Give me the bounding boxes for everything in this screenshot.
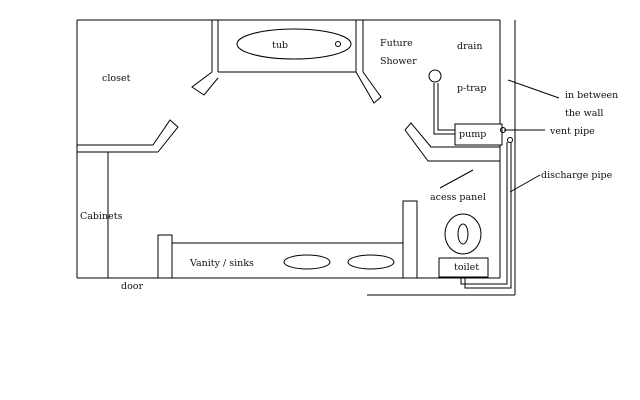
future-label: Future — [380, 38, 413, 49]
the-wall-label: the wall — [565, 108, 603, 119]
vent-pipe-label: vent pipe — [549, 126, 595, 137]
discharge-pipe-fitting — [507, 137, 513, 143]
closet-label: closet — [102, 73, 131, 84]
shower-drain — [428, 69, 442, 83]
drain-label: drain — [457, 41, 482, 52]
wall-pointer — [507, 79, 560, 99]
toilet-label: toilet — [454, 262, 479, 273]
discharge-pointer — [509, 174, 541, 193]
tub — [236, 28, 352, 60]
in-between-label: in between — [565, 90, 618, 101]
access-panel-pointer — [439, 169, 474, 189]
discharge-pipe-label: discharge pipe — [541, 170, 613, 181]
closet-wall — [77, 119, 179, 153]
cabinets-label: Cabinets — [80, 211, 123, 222]
pump — [454, 123, 503, 146]
ptrap-label: p-trap — [457, 83, 486, 94]
room-walls — [76, 19, 501, 279]
pump-label: pump — [459, 129, 486, 140]
vanity — [157, 200, 418, 279]
vanity-label: Vanity / sinks — [189, 258, 254, 269]
tub-label: tub — [272, 40, 288, 51]
tub-drain — [335, 41, 341, 47]
discharge-pipe — [460, 142, 508, 285]
shower-label: Shower — [380, 56, 417, 67]
exterior-wall — [367, 20, 516, 296]
door-label: door — [121, 281, 144, 292]
sink-right — [347, 254, 395, 270]
toilet-tank — [438, 257, 489, 278]
access-panel-wall — [404, 122, 500, 162]
tub-alcove — [191, 20, 382, 104]
toilet-seat — [457, 223, 469, 245]
toilet-bowl — [444, 213, 482, 255]
sink-left — [283, 254, 331, 270]
access-panel-label: acess panel — [430, 192, 486, 203]
